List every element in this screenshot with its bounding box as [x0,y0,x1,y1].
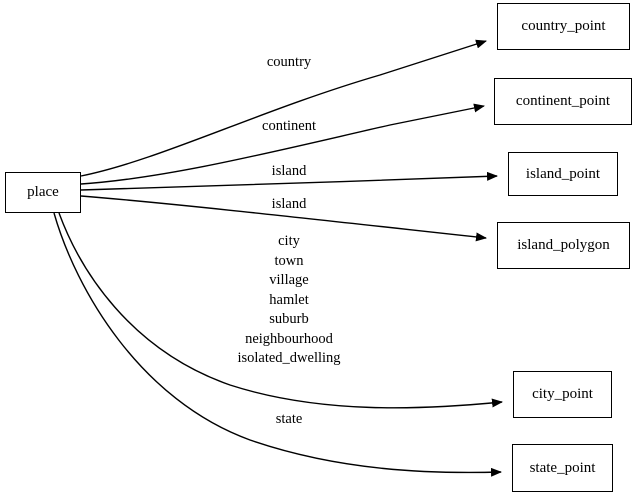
node-state_point[interactable]: state_point [512,444,613,492]
edge-label-line: island [271,163,307,179]
edge-label-place-to-state_point: state [276,410,303,429]
node-place[interactable]: place [5,172,81,213]
edge-place-to-island_point [80,171,498,191]
node-label: state_point [529,459,596,476]
edge-label-place-to-continent_point: continent [262,117,316,136]
edge-label-line: country [266,54,312,70]
node-label: island_point [525,165,601,182]
edge-place-to-state_point [53,212,502,477]
edge-place-to-country_point [80,39,487,177]
edge-label-line: city [278,233,300,249]
edge-label-place-to-country_point: country [267,53,311,72]
node-country_point[interactable]: country_point [497,3,630,50]
node-island_polygon[interactable]: island_polygon [497,222,630,269]
edge-label-line: town [274,252,304,269]
node-label: continent_point [515,93,611,109]
edge-label-line: state [275,411,303,427]
node-continent_point[interactable]: continent_point [494,78,632,125]
edge-path-group [53,39,503,477]
edge-label-line: isolated_dwelling [237,350,341,366]
edge-place-to-city_point [58,212,503,409]
node-city_point[interactable]: city_point [513,371,612,418]
edge-label-line: continent [262,118,316,134]
edge-label-line: suburb [269,311,309,327]
node-label: country_point [521,18,606,34]
edge-label-line: village [269,272,309,288]
edge-label-place-to-city_point: city town village hamlet suburb neighbourhood… [237,232,340,369]
node-label: place [27,184,59,200]
node-label: city_point [532,386,593,402]
node-island_point[interactable]: island_point [508,152,618,196]
edge-label-line: island [271,196,307,212]
edge-label-line: neighbourhood [245,330,333,347]
edge-label-line: hamlet [269,291,309,308]
edge-label-place-to-island_point: island [272,162,307,181]
edge-place-to-continent_point [80,103,485,185]
edge-place-to-island_polygon [80,195,487,242]
edge-label-place-to-island_polygon: island [272,195,307,214]
node-label: island_polygon [517,237,610,253]
